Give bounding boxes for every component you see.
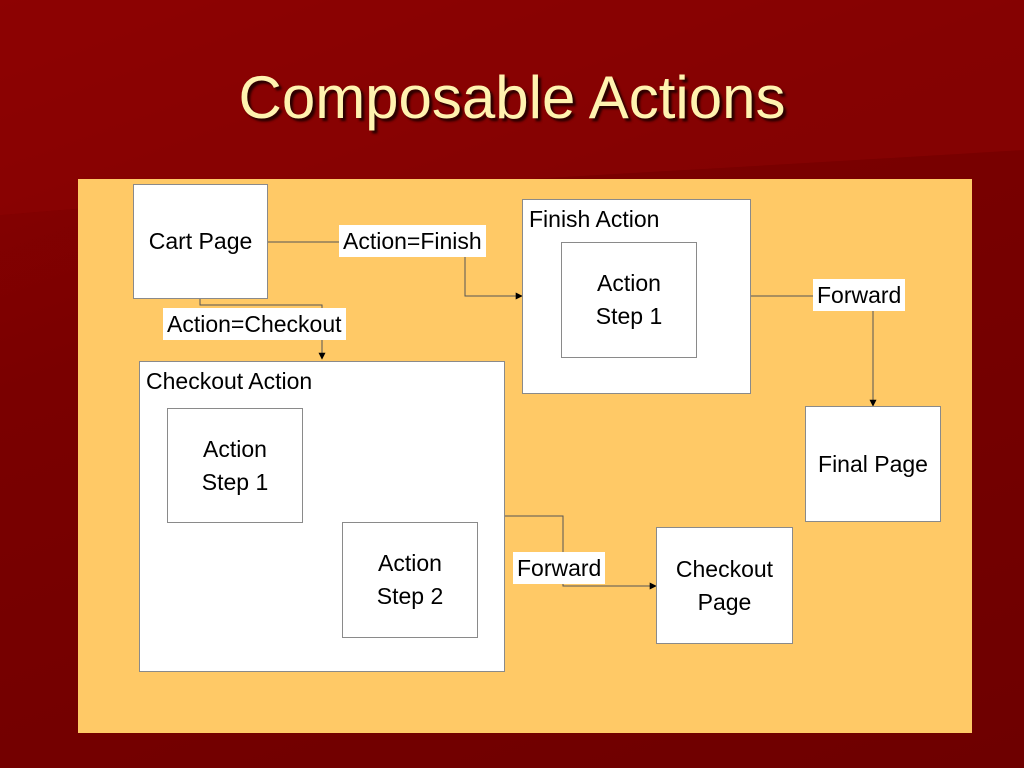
checkout-page-line2: Page: [697, 588, 752, 615]
cart-page-node: Cart Page: [133, 184, 268, 299]
final-page-node: Final Page: [805, 406, 941, 522]
checkout-page-line1: Checkout: [675, 555, 774, 582]
checkout-action-container: Checkout Action Action Step 1 Action Ste…: [139, 361, 505, 672]
edge-checkout-to-page: [503, 515, 657, 590]
checkout-page-node: Checkout Page: [656, 527, 793, 644]
edge-label-action-checkout: Action=Checkout: [163, 308, 346, 340]
cart-page-label: Cart Page: [148, 228, 253, 254]
checkout-step1-line1: Action: [203, 435, 267, 462]
checkout-action-step2: Action Step 2: [342, 522, 478, 638]
finish-action-title: Finish Action: [529, 206, 660, 232]
edge-label-forward-final: Forward: [813, 279, 906, 311]
checkout-step2-line1: Action: [378, 550, 442, 576]
finish-action-step1: Action Step 1: [561, 242, 697, 358]
checkout-action-title: Checkout Action: [146, 368, 313, 394]
slide-title: Composable Actions: [238, 64, 786, 131]
finish-step1-line1: Action: [597, 270, 661, 296]
diagram-canvas: Cart Page Finish Action Action Step 1 Ch…: [78, 179, 972, 733]
finish-step1-line2: Step 1: [595, 303, 663, 329]
edge-label-forward-checkout: Forward: [513, 552, 606, 584]
checkout-action-step1: Action Step 1: [167, 408, 303, 523]
edge-finish-to-final: [751, 295, 877, 407]
finish-action-container: Finish Action Action Step 1: [522, 199, 751, 394]
final-page-label: Final Page: [818, 450, 928, 477]
checkout-step2-line2: Step 2: [376, 583, 444, 609]
edge-label-action-finish: Action=Finish: [339, 225, 486, 257]
checkout-step1-line2: Step 1: [201, 468, 269, 495]
